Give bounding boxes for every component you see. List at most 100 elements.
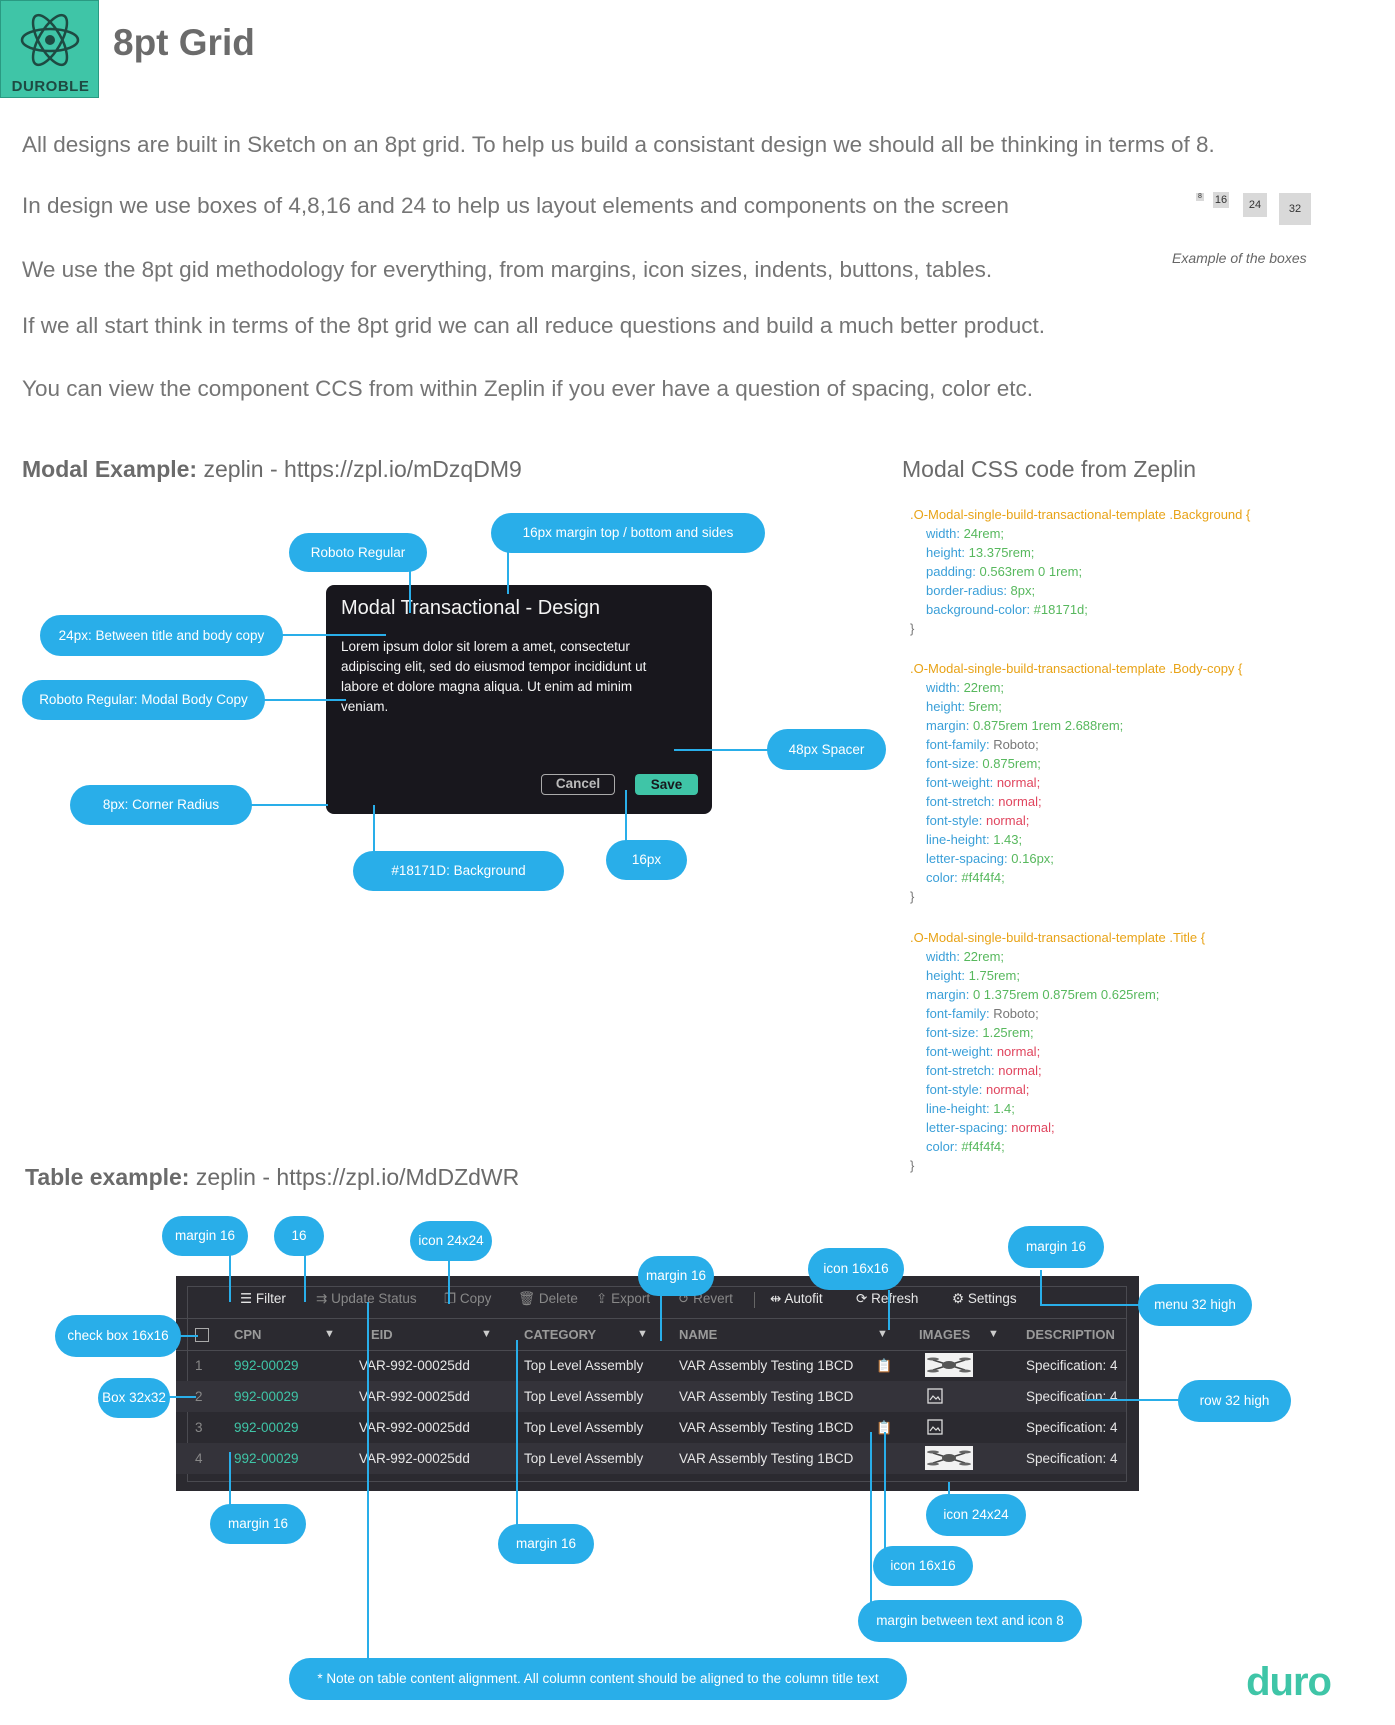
css-property-name: font-weight: — [926, 1044, 997, 1059]
header-category[interactable]: CATEGORY — [524, 1327, 597, 1342]
annotation-row32: row 32 high — [1178, 1380, 1291, 1422]
annotation-icon24-top: icon 24x24 — [410, 1221, 492, 1261]
css-property-name: height: — [926, 545, 969, 560]
css-property-line: font-stretch: normal; — [926, 792, 1242, 811]
settings-button[interactable]: ⚙ Settings — [952, 1291, 1017, 1306]
css-props: width: 22rem;height: 5rem;margin: 0.875r… — [910, 678, 1242, 887]
line-note — [367, 1302, 369, 1666]
css-property-line: letter-spacing: 0.16px; — [926, 849, 1242, 868]
image-placeholder-icon[interactable] — [927, 1388, 943, 1409]
autofit-button[interactable]: ⇹ Autofit — [770, 1291, 823, 1306]
css-property-line: font-style: normal; — [926, 1080, 1205, 1099]
table-example: ☰ Filter ⇉ Update Status ❐ Copy 🗑 Delete… — [176, 1276, 1139, 1491]
delete-button[interactable]: 🗑 Delete — [518, 1291, 578, 1306]
css-property-name: margin: — [926, 718, 973, 733]
refresh-icon: ⟳ — [856, 1291, 868, 1306]
css-property-name: font-weight: — [926, 775, 997, 790]
copy-button[interactable]: ❐ Copy — [444, 1291, 492, 1306]
cell-cpn[interactable]: 992-00029 — [234, 1358, 299, 1373]
autofit-icon: ⇹ — [770, 1291, 782, 1306]
css-property-line: width: 24rem; — [926, 524, 1250, 543]
css-property-name: font-style: — [926, 813, 986, 828]
line-checkbox — [180, 1335, 198, 1337]
css-property-value: 5rem; — [968, 699, 1002, 714]
filter-icon: ☰ — [240, 1291, 253, 1306]
drone-thumbnail[interactable] — [925, 1353, 973, 1382]
annotation-body-copy: Roboto Regular: Modal Body Copy — [22, 680, 265, 720]
cell-cpn[interactable]: 992-00029 — [234, 1451, 299, 1466]
line-margin16-d — [229, 1452, 231, 1506]
css-property-line: font-size: 1.25rem; — [926, 1023, 1205, 1042]
css-property-line: color: #f4f4f4; — [926, 1137, 1205, 1156]
css-property-name: font-family: — [926, 737, 994, 752]
css-property-value: 1.4; — [993, 1101, 1015, 1116]
annotation-margin16-b: margin 16 — [638, 1256, 714, 1296]
chevron-down-icon[interactable]: ▼ — [324, 1328, 335, 1340]
annotation-icon24-bottom: icon 24x24 — [926, 1494, 1026, 1536]
header-cpn[interactable]: CPN — [234, 1327, 262, 1342]
chevron-down-icon[interactable]: ▼ — [877, 1328, 888, 1340]
clipboard-icon[interactable]: 📋 — [876, 1358, 892, 1373]
line-16px — [625, 790, 627, 842]
table-zeplin-link[interactable]: zeplin - https://zpl.io/MdDZdWR — [195, 1164, 520, 1190]
chevron-down-icon[interactable]: ▼ — [481, 1328, 492, 1340]
cell-category: Top Level Assembly — [524, 1389, 644, 1404]
css-property-line: line-height: 1.4; — [926, 1099, 1205, 1118]
css-property-value: 0.875rem; — [982, 756, 1041, 771]
gear-icon: ⚙ — [952, 1291, 965, 1306]
css-property-line: font-family: Roboto; — [926, 735, 1242, 754]
cell-cpn[interactable]: 992-00029 — [234, 1420, 299, 1435]
filter-button[interactable]: ☰ Filter — [240, 1291, 286, 1306]
cell-name: VAR Assembly Testing 1BCD — [679, 1389, 854, 1404]
line-row32 — [1086, 1399, 1182, 1401]
css-property-name: line-height: — [926, 1101, 994, 1116]
css-property-line: height: 13.375rem; — [926, 543, 1250, 562]
css-property-line: font-stretch: normal; — [926, 1061, 1205, 1080]
box-24: 24 — [1243, 193, 1267, 217]
css-property-name: color: — [926, 1139, 962, 1154]
drone-thumbnail[interactable] — [925, 1446, 973, 1475]
css-property-line: font-family: Roboto; — [926, 1004, 1205, 1023]
line-menu32 — [1040, 1304, 1140, 1306]
boxes-caption: Example of the boxes — [1172, 250, 1307, 266]
css-property-name: width: — [926, 526, 964, 541]
css-property-value: 22rem; — [963, 949, 1005, 964]
line-icon24-bottom — [948, 1482, 950, 1502]
header-description[interactable]: DESCRIPTION — [1026, 1327, 1115, 1342]
paragraph-3: We use the 8pt gid methodology for every… — [22, 257, 993, 282]
chevron-down-icon[interactable]: ▼ — [637, 1328, 648, 1340]
cancel-button[interactable]: Cancel — [541, 774, 615, 795]
css-property-value: normal; — [985, 813, 1030, 828]
header-images[interactable]: IMAGES — [919, 1327, 971, 1342]
refresh-button[interactable]: ⟳ Refresh — [856, 1291, 919, 1306]
line-margin16-c — [1040, 1270, 1042, 1304]
css-property-name: line-height: — [926, 832, 994, 847]
modal-zeplin-link[interactable]: zeplin - https://zpl.io/mDzqDM9 — [203, 456, 522, 482]
line-margin16-b — [660, 1295, 662, 1341]
clipboard-icon[interactable]: 📋 — [876, 1420, 892, 1435]
annotation-spacer48: 48px Spacer — [767, 729, 886, 770]
cell-name: VAR Assembly Testing 1BCD — [679, 1420, 854, 1435]
line-icon16-top — [888, 1290, 890, 1330]
css-property-name: font-style: — [926, 1082, 986, 1097]
css-property-value: normal; — [996, 775, 1041, 790]
line-margin16 — [507, 548, 509, 594]
modal-section-title: Modal Example: zeplin - https://zpl.io/m… — [22, 456, 522, 482]
header-name[interactable]: NAME — [679, 1327, 718, 1342]
save-button[interactable]: Save — [635, 774, 698, 795]
revert-button[interactable]: ↺ Revert — [678, 1291, 733, 1306]
image-placeholder-icon[interactable] — [927, 1419, 943, 1440]
paragraph-2: In design we use boxes of 4,8,16 and 24 … — [22, 193, 1009, 218]
annotation-between24: 24px: Between title and body copy — [40, 615, 283, 656]
header-eid[interactable]: EID — [371, 1327, 393, 1342]
cell-eid: VAR-992-00025dd — [359, 1420, 470, 1435]
css-property-name: font-size: — [926, 1025, 983, 1040]
update-status-button[interactable]: ⇉ Update Status — [316, 1291, 417, 1306]
cell-cpn[interactable]: 992-00029 — [234, 1389, 299, 1404]
chevron-down-icon[interactable]: ▼ — [988, 1328, 999, 1340]
export-button[interactable]: ⇪ Export — [596, 1291, 651, 1306]
